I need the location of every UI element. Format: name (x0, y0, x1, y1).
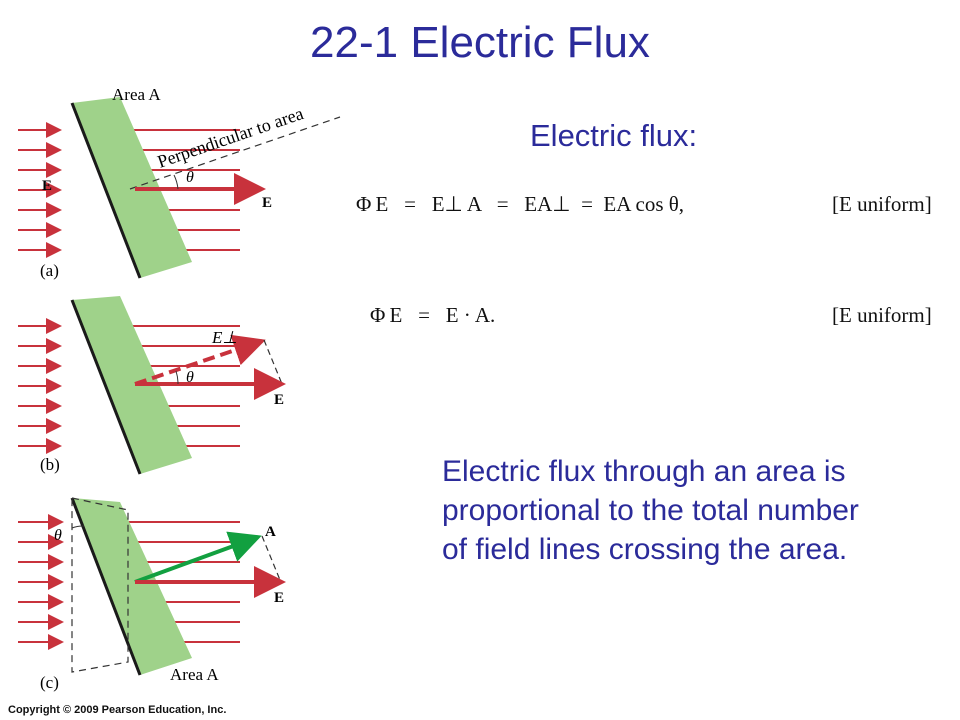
angle-label-b: θ (186, 369, 194, 386)
angle-label-a: θ (186, 169, 194, 186)
area-label-c: Area A (170, 665, 219, 684)
panel-label-a: (a) (40, 261, 59, 280)
flux-description: Electric flux through an area is proport… (442, 455, 859, 566)
panel-a: θ Area A Perpendicular to area E E (a) (18, 85, 341, 280)
field-label-right-a: E (262, 195, 272, 211)
area-edge-c (70, 497, 142, 676)
projection-line (263, 339, 283, 385)
area-plane-a (72, 97, 192, 278)
eperp-vector (134, 334, 266, 386)
area-plane-b (72, 296, 192, 474)
projection-line-c (261, 535, 281, 581)
angle-arc-a (173, 174, 179, 190)
area-label-a: Area A (112, 85, 161, 104)
panel-c: θ A E Area A (c) (18, 497, 286, 692)
uniform-condition-2: [E uniform] (832, 303, 932, 327)
flux-equation-components: Φ E = E⊥ A = EA⊥ = EA cos θ, (356, 192, 685, 216)
field-label-right-c: E (274, 590, 284, 606)
area-vector (134, 531, 262, 584)
field-label-right-b: E (274, 392, 284, 408)
uniform-condition-1: [E uniform] (832, 192, 932, 216)
angle-label-c: θ (54, 527, 62, 544)
area-vector-label: A (265, 524, 276, 540)
angle-arc-c (71, 525, 85, 529)
panel-label-c: (c) (40, 673, 59, 692)
field-lines-c (18, 514, 240, 650)
area-edge-a (70, 102, 142, 279)
field-label-left-a: E (42, 178, 52, 194)
flux-equation-dot-product: Φ E = E · A. (370, 303, 496, 327)
panel-label-b: (b) (40, 455, 60, 474)
eperp-label: E⊥ (211, 328, 237, 347)
flux-figure: θ Area A Perpendicular to area E E (a) (18, 85, 341, 692)
perpendicular-line (129, 116, 341, 190)
copyright-notice: Copyright © 2009 Pearson Education, Inc. (8, 704, 227, 716)
slide-title: 22-1 Electric Flux (310, 18, 650, 67)
area-plane-c (72, 498, 192, 675)
panel-b: θ E⊥ E (b) (18, 296, 286, 475)
electric-flux-heading: Electric flux: (530, 118, 698, 153)
perpendicular-label: Perpendicular to area (155, 103, 306, 172)
angle-arc-b (175, 370, 179, 385)
area-edge-b (70, 299, 142, 475)
projected-area-outline (71, 497, 129, 673)
